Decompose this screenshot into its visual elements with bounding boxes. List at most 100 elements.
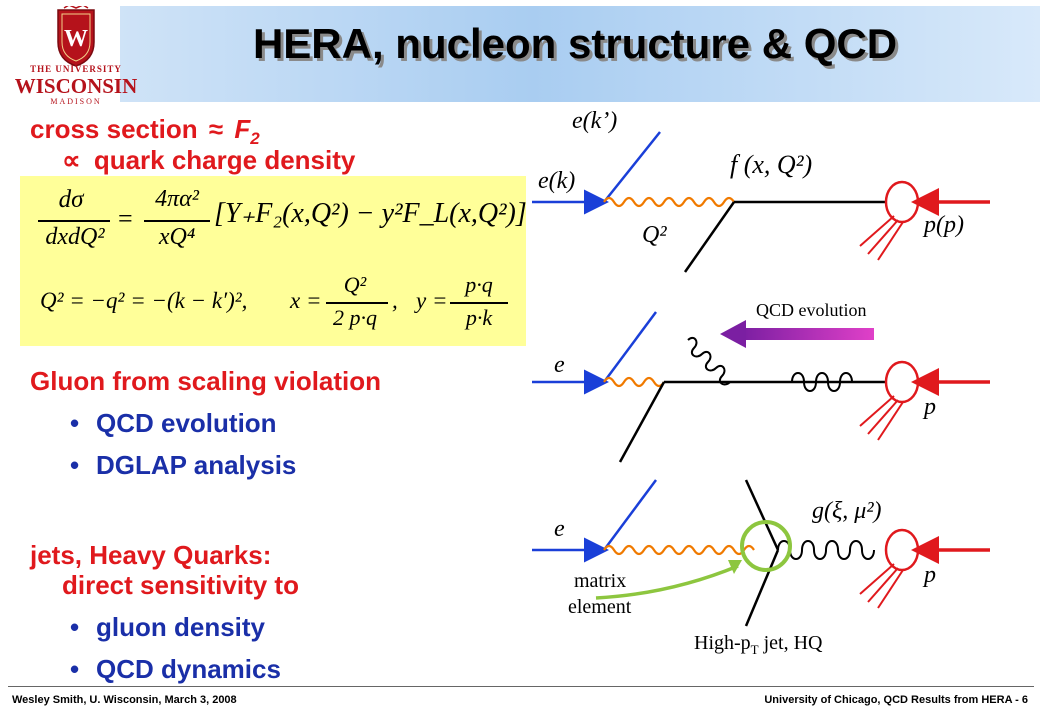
footer-author: Wesley Smith, U. Wisconsin, March 3, 200…	[12, 694, 237, 706]
label-qcd-evolution: QCD evolution	[756, 300, 867, 320]
scattered-quark	[618, 381, 666, 463]
proton-remnant	[859, 215, 895, 247]
outgoing-electron	[602, 479, 658, 551]
x-lhs: x =	[290, 288, 322, 313]
fraction-bar-y	[450, 302, 508, 304]
bullet: •	[70, 612, 80, 642]
y-denominator: p·k	[465, 305, 493, 330]
label-e-mid: e	[554, 352, 565, 378]
equals-sign: =	[118, 204, 133, 233]
list-item: • gluon density	[70, 612, 265, 643]
matrix-element-circle	[740, 520, 792, 572]
logo-text-bottom: MADISON	[50, 97, 102, 106]
jet-line-upper	[744, 479, 780, 551]
pointer-head	[728, 560, 742, 574]
proton-remnant	[867, 219, 899, 255]
outgoing-electron	[602, 311, 658, 383]
label-p-mid: p	[924, 394, 936, 420]
fraction-bar-x	[326, 302, 388, 304]
cross-section-line: cross section ≈ F2	[30, 114, 260, 149]
label-proton-p: p(p)	[924, 212, 964, 238]
radiated-gluon	[687, 336, 731, 386]
jet-line-lower	[744, 549, 780, 627]
y-lhs: y =	[416, 288, 448, 313]
arrow-head	[720, 320, 746, 348]
photon-line	[603, 196, 735, 208]
label-element: element	[568, 596, 632, 618]
label-e-bot: e	[554, 516, 565, 542]
bullet: •	[70, 408, 80, 438]
q2-definition: Q² = −q² = −(k − k′)²,	[40, 288, 248, 313]
dsigma-numerator: dσ	[58, 186, 84, 213]
fraction-bar-lhs	[38, 220, 110, 222]
label-matrix: matrix	[574, 570, 627, 592]
photon-line	[603, 376, 665, 388]
diagram-boson-gluon-fusion	[532, 479, 990, 627]
list-item: •DGLAP analysis	[70, 450, 296, 481]
proton-remnant	[877, 569, 904, 609]
coefficient-denominator: xQ⁴	[158, 224, 196, 250]
f-letter: F	[234, 114, 251, 144]
proton-remnant	[867, 399, 899, 435]
y-numerator: p·q	[465, 272, 493, 297]
label-high-pt-jet: High-pT jet, HQ	[694, 632, 823, 658]
label-ek-prime: e(k’)	[572, 108, 618, 134]
jets-heading: jets, Heavy Quarks:	[30, 540, 272, 570]
svg-text:W: W	[64, 26, 88, 52]
label-fxq: f (x, Q²)	[730, 150, 813, 179]
proton-remnant	[859, 395, 895, 427]
slide-title: HERA, nucleon structure & QCD	[252, 20, 898, 67]
outgoing-electron	[603, 131, 661, 203]
propto-symbol: ∝	[62, 145, 81, 175]
footer-divider	[8, 686, 1034, 687]
university-crest-icon: W	[57, 6, 95, 67]
fraction-bar-coef	[144, 220, 210, 222]
structure-function-bracket: [Y₊F₂(x,Q²) − y²F_L(x,Q²)]	[214, 198, 527, 229]
list-item-text: QCD dynamics	[96, 654, 281, 684]
scattered-quark	[683, 201, 736, 273]
arrow-shaft	[742, 328, 874, 340]
comma: ,	[392, 288, 398, 313]
label-q2: Q²	[642, 222, 667, 248]
f-subscript: 2	[250, 129, 260, 149]
proton-blob	[884, 180, 920, 224]
equation-box	[20, 176, 526, 346]
footer-venue: University of Chicago, QCD Results from …	[764, 694, 1028, 706]
list-item-text: gluon density	[96, 612, 265, 642]
jets-subheading: direct sensitivity to	[62, 570, 299, 600]
dsigma-denominator: dxdQ²	[45, 224, 105, 250]
proton-remnant	[877, 401, 904, 441]
bullet: •	[70, 654, 80, 684]
qcd-evolution-arrow	[720, 320, 874, 348]
label-ek: e(k)	[538, 168, 576, 194]
approx-symbol: ≈	[208, 114, 224, 144]
gluon-coil	[777, 540, 875, 560]
gluon-heading: Gluon from scaling violation	[30, 366, 382, 396]
proton-blob	[884, 528, 920, 572]
list-item-text: QCD evolution	[96, 408, 277, 438]
high-pt-text: High-p	[694, 632, 751, 654]
proton-remnant	[859, 563, 895, 595]
high-pt-subscript: T	[750, 642, 759, 657]
feynman-diagrams	[532, 131, 990, 627]
title-band	[120, 6, 1040, 102]
list-item: • QCD evolution	[70, 408, 277, 439]
label-p-bot: p	[924, 562, 936, 588]
proton-remnant	[867, 567, 899, 603]
high-pt-rest: jet, HQ	[758, 632, 823, 654]
label-gluon-density: g(ξ, μ²)	[812, 498, 882, 524]
gluon-coil	[791, 372, 853, 392]
charge-density-line: ∝ quark charge density	[62, 145, 355, 176]
cross-section-label: cross section	[30, 114, 198, 144]
matrix-element-pointer	[595, 564, 739, 600]
proton-remnant	[877, 221, 904, 261]
list-item: • QCD dynamics	[70, 654, 281, 685]
list-item-text: DGLAP analysis	[96, 450, 297, 480]
coefficient-numerator: 4πα²	[155, 186, 199, 212]
photon-line	[603, 544, 755, 556]
diagram-scaling-violation	[532, 311, 990, 463]
x-denominator: 2 p·q	[333, 305, 377, 330]
diagram-dis	[532, 131, 990, 273]
logo-text-top: THE UNIVERSITY	[30, 64, 122, 74]
